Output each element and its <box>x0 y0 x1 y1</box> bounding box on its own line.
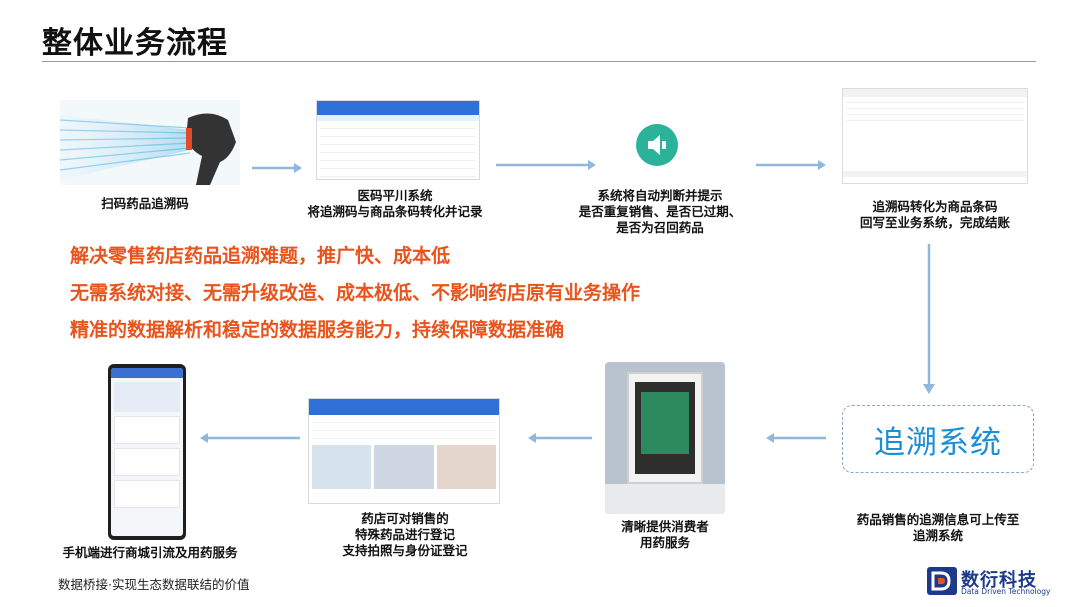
caption-convert: 追溯码转化为商品条码 回写至业务系统，完成结账 <box>859 199 1010 230</box>
title-divider <box>42 61 1036 62</box>
arrow-left-2 <box>528 433 592 443</box>
logo-text-en: Data Driven Technology <box>961 587 1051 596</box>
system-table-screenshot <box>316 100 480 180</box>
caption-register: 药店可对销售的 特殊药品进行登记 支持拍照与身份证登记 <box>342 511 468 558</box>
caption-judge: 系统将自动判断并提示 是否重复销售、是否已过期、 是否为召回药品 <box>578 188 742 235</box>
page-title: 整体业务流程 <box>42 26 228 61</box>
mobile-phone-screenshot <box>108 364 186 540</box>
arrow-right-2 <box>496 160 596 170</box>
arrow-left-1 <box>766 433 826 443</box>
business-system-screenshot <box>842 88 1028 184</box>
caption-system: 医码平川系统 将追溯码与商品条码转化并记录 <box>307 188 483 219</box>
arrow-right-3 <box>756 160 826 170</box>
company-logo: 数衍科技 Data Driven Technology <box>927 566 1051 598</box>
consumer-display-photo <box>605 362 725 514</box>
arrow-down <box>923 244 935 394</box>
logo-mark-icon <box>927 567 957 595</box>
caption-mobile: 手机端进行商城引流及用药服务 <box>62 545 238 560</box>
highlight-1: 解决零售药店药品追溯难题，推广快、成本低 <box>70 245 451 267</box>
caption-consumer: 清晰提供消费者 用药服务 <box>621 519 709 550</box>
trace-system-box: 追溯系统 <box>842 405 1034 473</box>
speaker-icon <box>636 124 678 166</box>
barcode-scanner-image <box>60 100 240 185</box>
arrow-right-1 <box>252 163 302 173</box>
caption-scan: 扫码药品追溯码 <box>101 196 189 211</box>
photo-capture-image <box>312 445 372 489</box>
photo-capture-image <box>374 445 434 489</box>
highlight-3: 精准的数据解析和稳定的数据服务能力，持续保障数据准确 <box>70 319 565 341</box>
logo-text-cn: 数衍科技 <box>961 570 1037 591</box>
highlight-2: 无需系统对接、无需升级改造、成本极低、不影响药店原有业务操作 <box>70 282 641 304</box>
registration-screenshot <box>308 398 500 504</box>
arrow-left-3 <box>200 433 300 443</box>
footer-note: 数据桥接·实现生态数据联结的价值 <box>58 577 250 592</box>
trace-system-label: 追溯系统 <box>874 424 1002 461</box>
caption-upload: 药品销售的追溯信息可上传至 追溯系统 <box>856 512 1020 543</box>
id-card-image <box>436 445 496 489</box>
